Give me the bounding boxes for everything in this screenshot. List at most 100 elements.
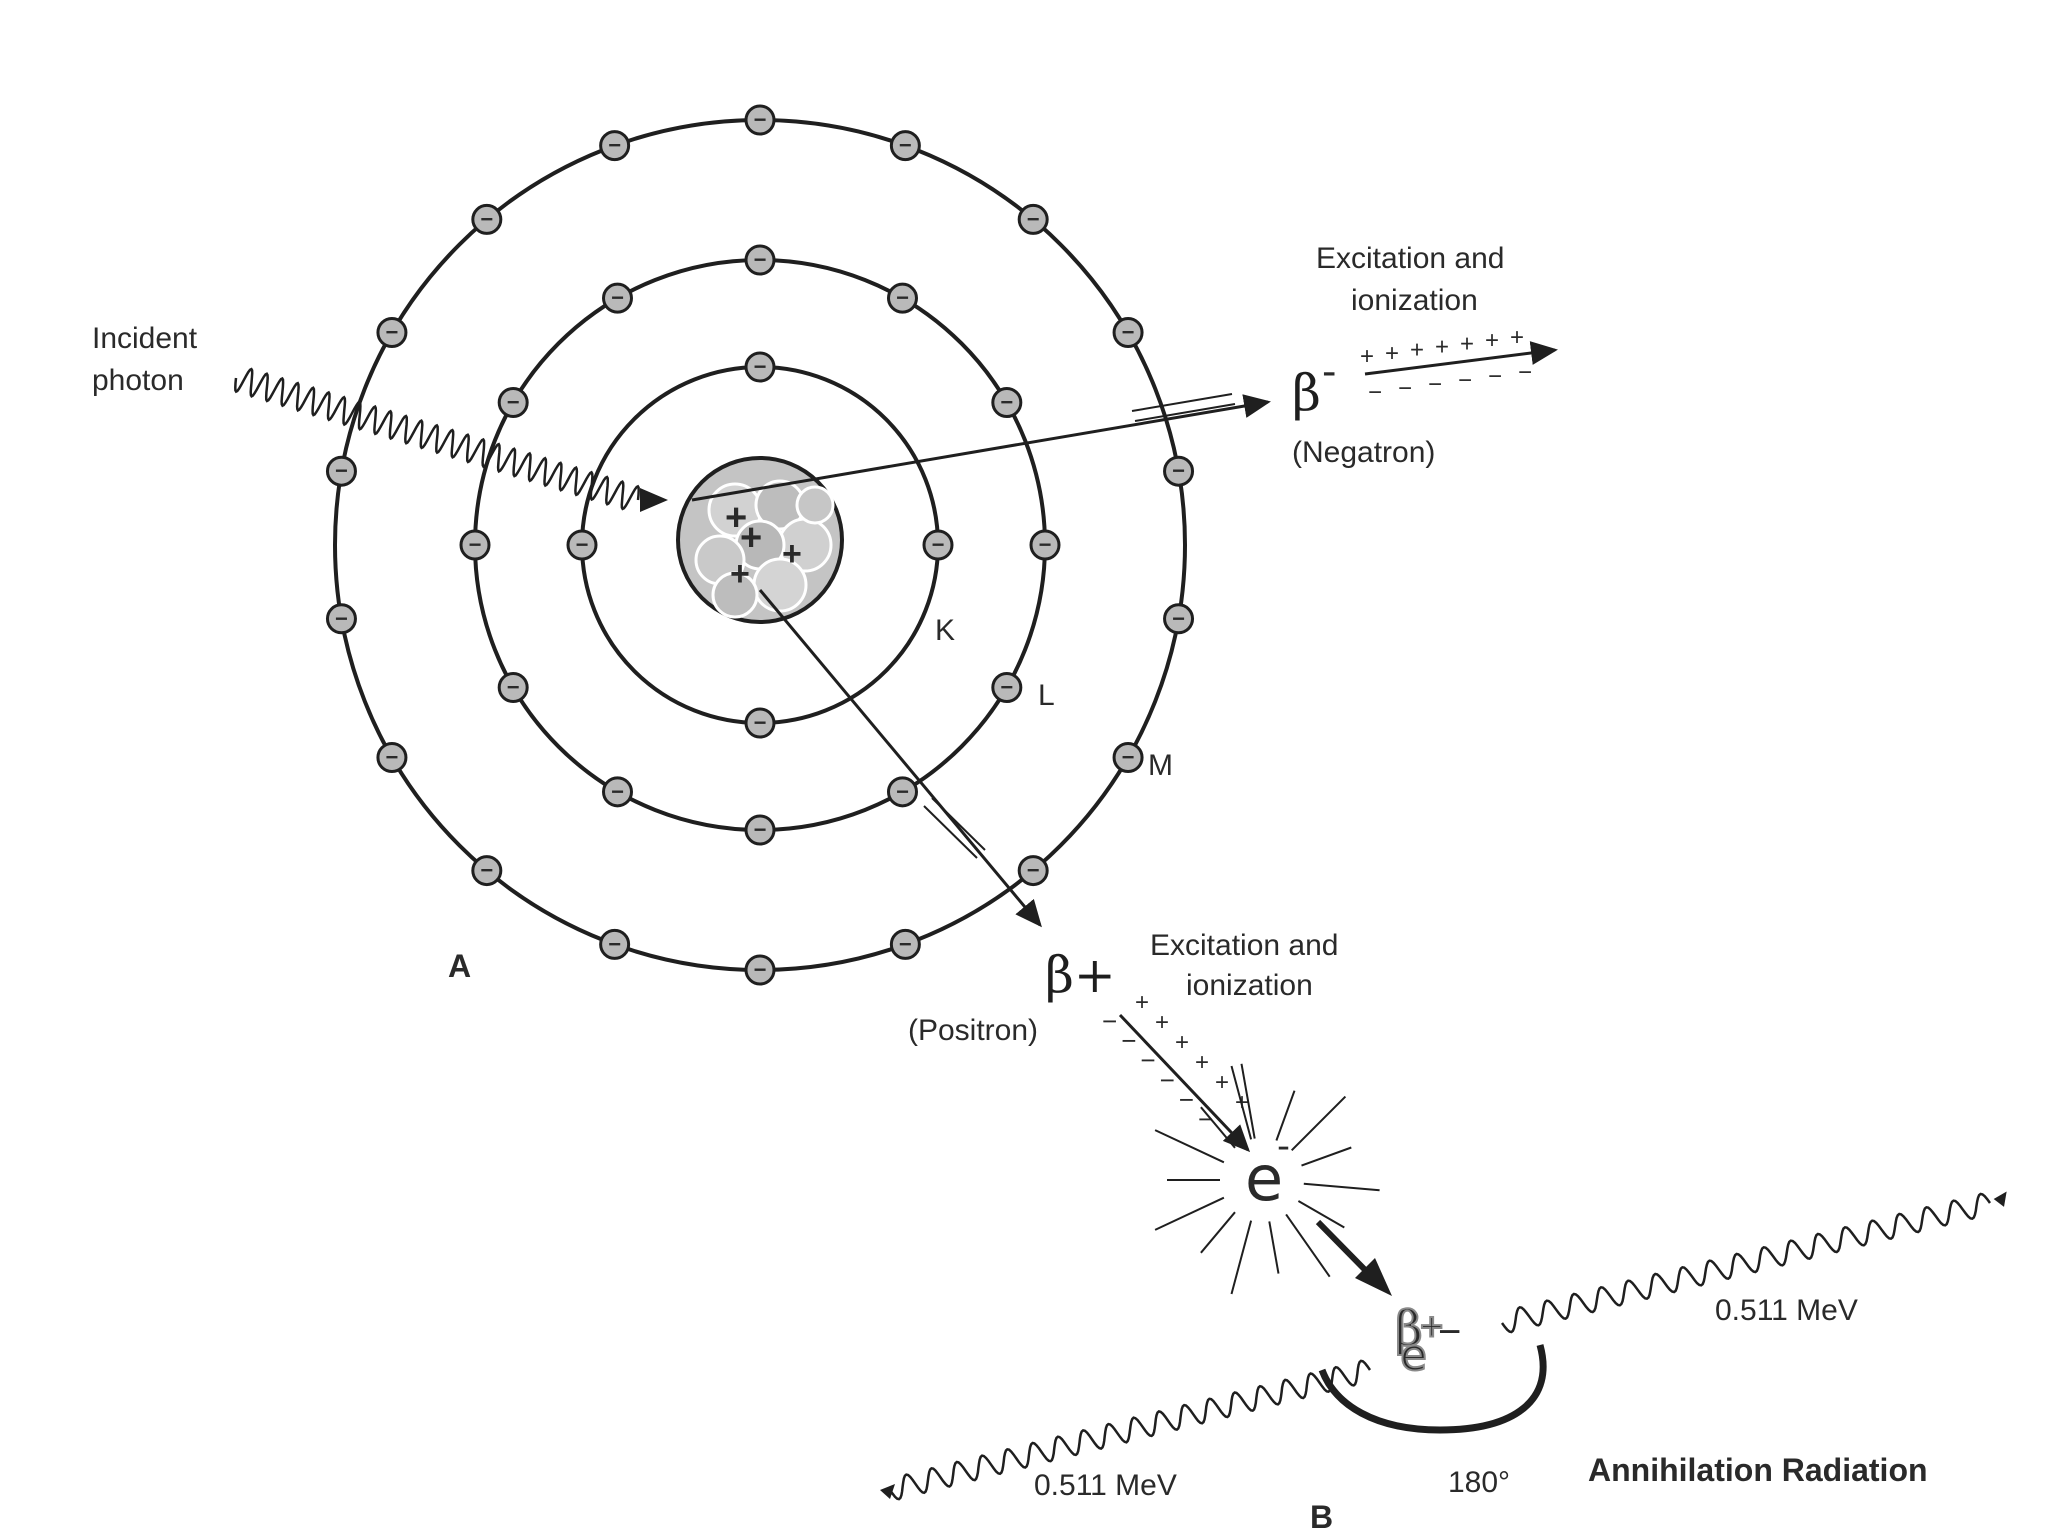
ion-minus-mark: − xyxy=(1398,375,1412,402)
energy-right-label: 0.511 MeV xyxy=(1715,1294,1858,1327)
electron-k: − xyxy=(744,707,776,739)
svg-text:−: − xyxy=(386,745,399,770)
electron-m: − xyxy=(376,317,408,348)
shell-l-label: L xyxy=(1038,679,1055,712)
burst-ray xyxy=(1200,1106,1236,1149)
negatron-excitation-label: ionization xyxy=(1351,284,1478,317)
electron-sign: - xyxy=(1277,1126,1290,1167)
svg-text:−: − xyxy=(754,354,767,379)
svg-text:−: − xyxy=(754,817,767,842)
svg-text:−: − xyxy=(608,133,621,158)
svg-text:−: − xyxy=(932,532,945,557)
electron-l: − xyxy=(602,776,633,808)
proton-plus: + xyxy=(730,555,750,593)
svg-text:−: − xyxy=(1027,206,1040,231)
incident-photon-label: Incident xyxy=(92,322,198,355)
electron-l: − xyxy=(991,387,1023,418)
electron-m: − xyxy=(471,203,503,235)
electron-l: − xyxy=(744,814,776,846)
electron-m: − xyxy=(1112,742,1144,773)
angle-label: 180° xyxy=(1448,1466,1510,1499)
ion-plus-mark: + xyxy=(1215,1069,1229,1096)
svg-text:−: − xyxy=(611,285,624,310)
ion-plus-mark: + xyxy=(1360,343,1374,370)
incident-photon: Incident photon xyxy=(92,322,668,512)
shell-k-label: K xyxy=(935,614,955,647)
svg-text:−: − xyxy=(469,532,482,557)
ion-plus-mark: + xyxy=(1135,989,1149,1016)
electron-m: − xyxy=(325,603,357,635)
ion-plus-trail: ++++++ xyxy=(1135,989,1249,1116)
electron-l: − xyxy=(991,672,1023,703)
ion-minus-mark: − xyxy=(1198,1104,1213,1134)
svg-text:−: − xyxy=(507,675,520,700)
ion-plus-mark: + xyxy=(1195,1049,1209,1076)
electron-group: −−−−−−−−−−−−−−−−−−−−−−−−−−−−−−−−−− xyxy=(325,104,1195,986)
electron-m: − xyxy=(376,742,408,773)
proton-plus: + xyxy=(725,497,747,539)
svg-text:−: − xyxy=(1000,390,1013,415)
electron-l: − xyxy=(1029,529,1061,561)
positron-excitation-label: ionization xyxy=(1186,969,1313,1002)
electron-l: − xyxy=(887,776,918,808)
proton-plus: + xyxy=(782,535,802,573)
panel-a-label: A xyxy=(448,948,471,984)
positron-path: β+ (Positron) Excitation and ionization … xyxy=(758,589,1338,1153)
annihilation: β e + − 0.511 MeV 0.511 MeV 180° Annihil… xyxy=(880,1191,2007,1535)
svg-text:−: − xyxy=(754,247,767,272)
burst-ray xyxy=(1200,1211,1236,1254)
annihilation-minus: − xyxy=(1438,1310,1461,1354)
svg-text:−: − xyxy=(611,779,624,804)
negatron-label: (Negatron) xyxy=(1292,436,1435,469)
annihilation-beta: β xyxy=(1395,1301,1423,1357)
electron-m: − xyxy=(1017,855,1049,887)
burst-ray xyxy=(1154,1129,1225,1164)
beta-plus-symbol: β+ xyxy=(1045,946,1116,1004)
electron-burst: e - xyxy=(1154,1063,1392,1296)
negatron-path: β - (Negatron) Excitation and ionization… xyxy=(691,242,1558,502)
ion-minus-mark: − xyxy=(1518,359,1532,386)
ion-plus-mark: + xyxy=(1510,324,1524,351)
electron-l: − xyxy=(497,387,529,418)
ion-plus-mark: + xyxy=(1175,1029,1189,1056)
svg-text:−: − xyxy=(1027,858,1040,883)
ion-minus-mark: − xyxy=(1179,1084,1194,1114)
ion-plus-mark: + xyxy=(1485,327,1499,354)
burst-ray xyxy=(1303,1182,1380,1192)
electron-m: − xyxy=(599,928,631,960)
proton-plus: + xyxy=(740,517,762,559)
burst-ray xyxy=(1285,1213,1331,1278)
svg-text:−: − xyxy=(896,779,909,804)
svg-text:−: − xyxy=(899,133,912,158)
svg-text:−: − xyxy=(608,931,621,956)
electron-l: − xyxy=(602,282,633,314)
electron-l: − xyxy=(887,282,918,314)
electron-l: − xyxy=(744,244,776,276)
svg-text:−: − xyxy=(507,390,520,415)
shell-m-label: M xyxy=(1148,749,1173,782)
electron-m: − xyxy=(1163,455,1195,487)
electron-m: − xyxy=(471,855,503,887)
svg-text:−: − xyxy=(335,458,348,483)
ion-minus-trail: −−−−−− xyxy=(1368,359,1532,406)
burst-ray xyxy=(1301,1146,1352,1167)
electron-m: − xyxy=(325,455,357,487)
electron-k: − xyxy=(744,351,776,383)
electron-m: − xyxy=(599,130,631,162)
svg-text:−: − xyxy=(1172,458,1185,483)
electron-m: − xyxy=(744,954,776,986)
svg-text:−: − xyxy=(1000,675,1013,700)
svg-text:−: − xyxy=(576,532,589,557)
annihilation-radiation-title: Annihilation Radiation xyxy=(1588,1452,1928,1488)
svg-text:−: − xyxy=(754,957,767,982)
burst-ray xyxy=(1268,1221,1280,1274)
energy-left-label: 0.511 MeV xyxy=(1034,1469,1177,1502)
electron-m: − xyxy=(1017,203,1049,235)
svg-text:−: − xyxy=(335,606,348,631)
beta-minus-sign: - xyxy=(1322,349,1336,395)
ion-plus-mark: + xyxy=(1385,340,1399,367)
electron-m: − xyxy=(889,130,921,162)
ion-plus-mark: + xyxy=(1435,334,1449,361)
burst-ray xyxy=(1230,1220,1253,1295)
ion-minus-mark: − xyxy=(1458,367,1472,394)
